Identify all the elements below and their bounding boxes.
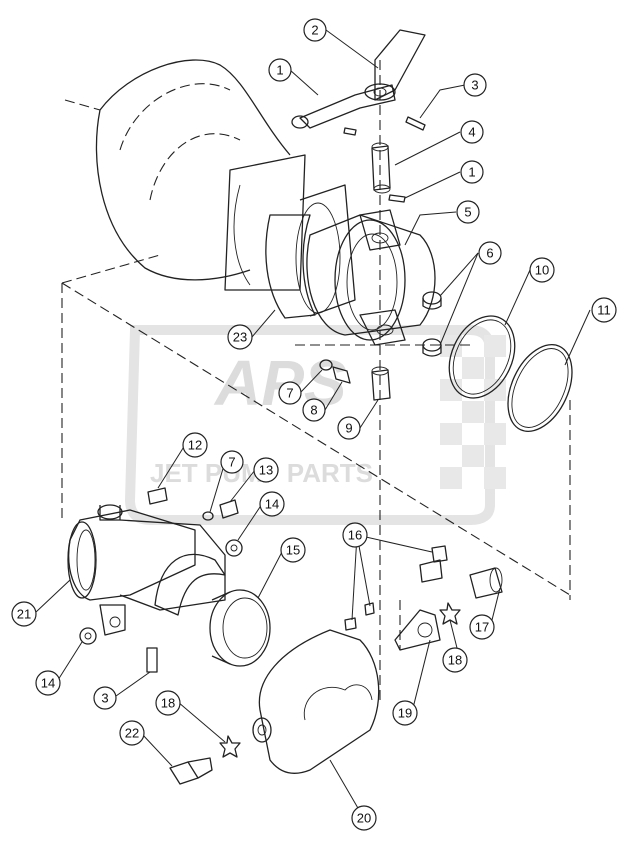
callout-4: 4 xyxy=(460,120,484,144)
part-nozzle-21 xyxy=(67,504,226,636)
svg-text:14: 14 xyxy=(265,497,279,512)
pump-housing xyxy=(64,59,306,291)
watermark: APS JET PUMP PARTS xyxy=(124,325,506,525)
part-gasket-23 xyxy=(265,184,356,319)
svg-text:1: 1 xyxy=(468,165,475,180)
leader-lines xyxy=(35,29,591,816)
callout-18-left: 18 xyxy=(155,690,181,716)
callout-14-lower: 14 xyxy=(35,670,61,696)
part-bracket-1 xyxy=(291,84,396,129)
callout-22: 22 xyxy=(119,720,145,746)
svg-text:3: 3 xyxy=(101,691,108,706)
callout-18-right: 18 xyxy=(442,647,468,673)
svg-text:4: 4 xyxy=(468,125,475,140)
svg-text:1: 1 xyxy=(276,63,283,78)
callout-8: 8 xyxy=(302,398,326,422)
part-washer-7 xyxy=(319,359,333,371)
callout-7-top: 7 xyxy=(278,381,302,405)
callout-23: 23 xyxy=(227,324,253,350)
part-lever-19 xyxy=(394,609,441,651)
part-bolt-3-lower xyxy=(146,647,158,673)
callout-15: 15 xyxy=(280,537,306,563)
part-star-washer-18-left xyxy=(219,735,241,758)
part-fitting-16-small-a xyxy=(344,617,357,631)
callout-7-lower: 7 xyxy=(220,450,244,474)
svg-text:5: 5 xyxy=(464,205,471,220)
callout-13: 13 xyxy=(253,457,279,483)
part-oring-10 xyxy=(448,315,516,399)
svg-text:9: 9 xyxy=(345,421,352,436)
callout-19: 19 xyxy=(392,700,418,726)
svg-text:16: 16 xyxy=(348,528,362,543)
svg-text:2: 2 xyxy=(311,23,318,38)
part-fitting-16-upper xyxy=(431,545,448,563)
part-washer-7-lower xyxy=(202,511,214,521)
part-bolt-22 xyxy=(169,757,213,785)
svg-text:15: 15 xyxy=(286,543,300,558)
part-fitting-16-small-b xyxy=(364,602,375,616)
part-oring-11 xyxy=(507,344,573,432)
part-spacer-14-upper xyxy=(225,539,243,557)
callout-3-lower: 3 xyxy=(93,686,117,710)
part-pin-4 xyxy=(371,142,391,194)
part-deflector-shell xyxy=(154,553,226,616)
part-pin-9 xyxy=(371,366,391,401)
part-bolt-8 xyxy=(332,366,351,384)
part-bolt-12 xyxy=(147,487,168,505)
svg-text:21: 21 xyxy=(17,607,31,622)
callout-10: 10 xyxy=(529,257,555,283)
svg-text:3: 3 xyxy=(471,78,478,93)
svg-text:11: 11 xyxy=(597,303,611,318)
part-shaft-17 xyxy=(469,567,503,599)
watermark-checkered-flag xyxy=(440,335,506,489)
svg-text:22: 22 xyxy=(125,726,139,741)
callout-21: 21 xyxy=(11,601,37,627)
assembly-lines xyxy=(61,60,571,700)
svg-text:18: 18 xyxy=(448,653,462,668)
callout-9: 9 xyxy=(337,416,361,440)
svg-text:13: 13 xyxy=(259,463,273,478)
part-cap-20 xyxy=(252,629,380,774)
part-bushing-6-upper xyxy=(422,291,442,310)
callout-12: 12 xyxy=(182,432,208,458)
part-ring-15 xyxy=(209,589,271,667)
callout-17: 17 xyxy=(469,614,495,640)
watermark-logo: APS xyxy=(213,347,347,419)
part-bolt-3-top xyxy=(405,116,426,131)
svg-text:6: 6 xyxy=(486,246,493,261)
callout-6: 6 xyxy=(478,241,502,265)
part-cotter-small xyxy=(343,127,357,136)
svg-text:17: 17 xyxy=(475,620,489,635)
svg-text:18: 18 xyxy=(161,696,175,711)
part-fitting-16-elbow xyxy=(419,559,443,583)
svg-text:14: 14 xyxy=(41,676,55,691)
callout-5: 5 xyxy=(456,200,480,224)
callout-16: 16 xyxy=(342,522,368,548)
svg-text:7: 7 xyxy=(286,386,293,401)
svg-text:12: 12 xyxy=(188,438,202,453)
svg-text:7: 7 xyxy=(228,455,235,470)
callout-1-mid: 1 xyxy=(460,160,484,184)
part-spacer-14-lower xyxy=(79,627,97,645)
part-cotter-1 xyxy=(388,194,406,203)
svg-text:20: 20 xyxy=(357,811,371,826)
callout-1-top: 1 xyxy=(268,58,292,82)
svg-text:23: 23 xyxy=(233,330,247,345)
callout-3-top: 3 xyxy=(463,73,487,97)
callout-14-upper: 14 xyxy=(259,491,285,517)
callout-20: 20 xyxy=(351,805,377,831)
svg-text:19: 19 xyxy=(398,706,412,721)
part-bushing-6-lower xyxy=(422,338,442,357)
svg-text:8: 8 xyxy=(310,403,317,418)
svg-text:10: 10 xyxy=(535,263,549,278)
callout-11: 11 xyxy=(591,297,617,323)
callout-2: 2 xyxy=(303,18,327,42)
part-pump-body-5 xyxy=(306,209,436,346)
